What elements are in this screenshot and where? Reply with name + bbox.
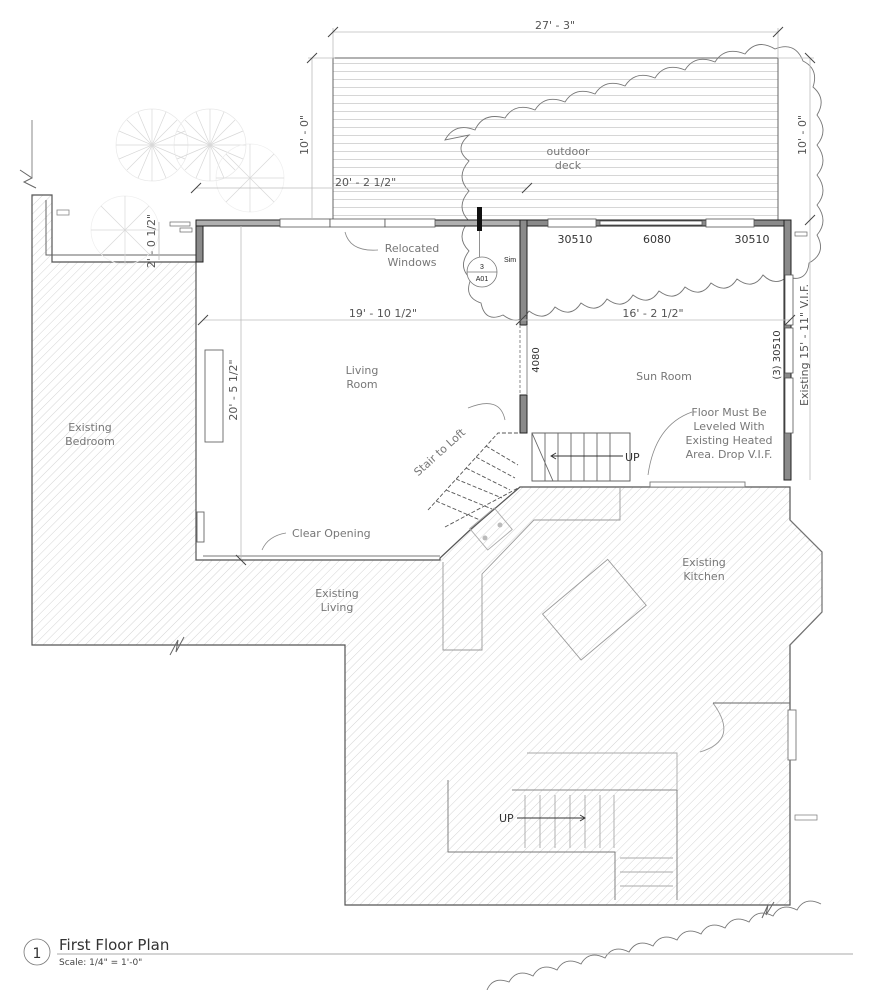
interior-fixtures: [196, 349, 823, 900]
section-sheet: A01: [476, 276, 489, 283]
section-marker: 3 A01 Sim: [466, 256, 516, 288]
note-stair-to-loft: Stair to Loft: [411, 426, 468, 479]
note-relocated-2: Windows: [387, 256, 436, 269]
room-label-existing-living-1: Existing: [315, 587, 359, 600]
existing-house: [19, 120, 823, 919]
room-label-bedroom-1: Existing: [68, 421, 112, 434]
room-label-outdoor-deck-1: outdoor: [547, 145, 590, 158]
dim-living-width: 19' - 10 1/2": [349, 307, 417, 320]
note-floor-2: Leveled With: [693, 420, 764, 433]
leaders: [261, 231, 693, 551]
room-label-sun-room: Sun Room: [636, 370, 692, 383]
room-label-kitchen-2: Kitchen: [683, 570, 724, 583]
dim-living-depth: 20' - 5 1/2": [227, 359, 240, 420]
dim-sun-width: 16' - 2 1/2": [622, 307, 683, 320]
section-sim-note: Sim: [504, 257, 516, 264]
note-up-lower: UP: [499, 812, 514, 825]
note-floor-4: Area. Drop V.I.F.: [686, 448, 773, 461]
trees: [90, 108, 285, 265]
room-label-bedroom-2: Bedroom: [65, 435, 115, 448]
window-tag-30510-left: 30510: [558, 233, 593, 246]
window-tag-side: (3) 30510: [772, 330, 783, 379]
room-labels: outdoor deck Living Room Sun Room Existi…: [65, 145, 726, 614]
dim-deck-width: 27' - 3": [535, 19, 575, 32]
window-tag-30510-right: 30510: [735, 233, 770, 246]
note-relocated-1: Relocated: [385, 242, 440, 255]
section-number: 3: [480, 264, 484, 271]
title-block: 1 First Floor Plan Scale: 1/4" = 1'-0": [23, 936, 853, 968]
drawing-scale: Scale: 1/4" = 1'-0": [59, 958, 142, 968]
drawing-title: First Floor Plan: [59, 936, 169, 954]
note-floor-1: Floor Must Be: [691, 406, 766, 419]
dimension-lines: [158, 28, 814, 560]
window-tags: 30510 6080 30510 (3) 30510 4080: [531, 233, 783, 380]
note-up-upper: UP: [625, 451, 640, 464]
door-tag-4080: 4080: [531, 347, 542, 372]
dim-offset-20-2: 20' - 2 1/2": [335, 176, 396, 189]
room-label-living-1: Living: [346, 364, 379, 377]
dim-offset-2-0: 2' - 0 1/2": [145, 214, 158, 268]
room-label-kitchen-1: Existing: [682, 556, 726, 569]
dim-deck-depth-right: 10' - 0": [796, 115, 809, 155]
note-floor-3: Existing Heated: [686, 434, 773, 447]
dimension-ticks: [190, 26, 816, 566]
revision-clouds: [444, 44, 824, 990]
room-label-existing-living-2: Living: [321, 601, 354, 614]
dim-deck-depth-left: 10' - 0": [298, 115, 311, 155]
door-tag-6080: 6080: [643, 233, 671, 246]
room-label-living-2: Room: [346, 378, 377, 391]
new-walls: [169, 207, 818, 821]
outdoor-deck: [332, 57, 779, 221]
dimension-text: 27' - 3" 10' - 0" 10' - 0" 20' - 2 1/2" …: [145, 19, 811, 421]
room-label-outdoor-deck-2: deck: [555, 159, 582, 172]
dim-existing-15-11: Existing 15' - 11" V.I.F.: [798, 284, 811, 406]
view-number: 1: [33, 946, 42, 962]
note-clear-opening: Clear Opening: [292, 527, 371, 540]
